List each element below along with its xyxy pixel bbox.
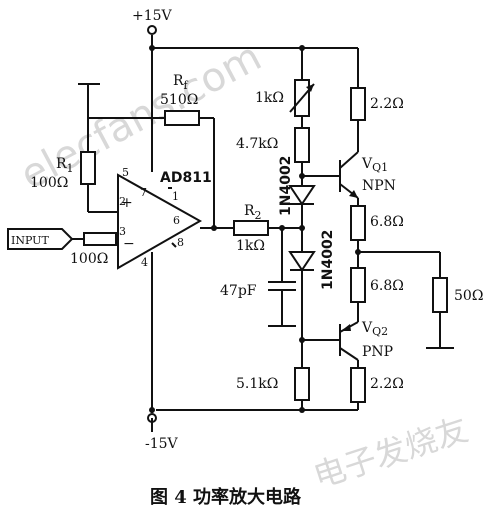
r-6.8-bot-resistor: [350, 267, 366, 303]
opamp-minus-sign: −: [123, 236, 135, 252]
opamp-pin-8: 8: [177, 236, 184, 249]
opamp-ad811: + −: [117, 173, 203, 270]
opamp-pin-5: 5: [122, 166, 129, 179]
r-6.8-top-value: 6.8Ω: [370, 214, 404, 230]
input-resistor-value: 100Ω: [70, 251, 108, 267]
cap-value: 47pF: [220, 283, 257, 299]
r1-name: R1: [56, 156, 74, 175]
load-value: 50Ω: [454, 288, 483, 304]
opamp-plus-sign: +: [121, 195, 133, 211]
opamp-name: AD811: [160, 170, 212, 186]
opamp-pin-3: 3: [119, 225, 126, 238]
opamp-pin-2: 2: [119, 195, 126, 208]
input-connector: [7, 228, 74, 250]
r-5.1k-resistor: [294, 367, 310, 401]
rf-value: 510Ω: [160, 92, 198, 108]
cap-node: [279, 225, 285, 231]
pot-value: 1kΩ: [255, 90, 284, 106]
pnp-transistor-q2: [302, 321, 359, 361]
r-2.2-bot-resistor: [350, 367, 366, 403]
r2-value: 1kΩ: [236, 238, 265, 254]
figure-caption: 图 4 功率放大电路: [150, 486, 302, 508]
output-node: [211, 225, 217, 231]
r1-resistor: [80, 151, 96, 185]
opamp-pin-1: 1: [172, 190, 179, 203]
load-resistor: [432, 277, 448, 313]
q1-name: VQ1: [361, 156, 388, 174]
opamp-pin-4: 4: [141, 256, 148, 269]
r2-name: R2: [244, 203, 262, 222]
r-6.8-bot-value: 6.8Ω: [370, 278, 404, 294]
r-2.2-bot-value: 2.2Ω: [370, 376, 404, 392]
pin-8-stub: [171, 242, 177, 248]
input-resistor: [83, 232, 117, 246]
r1-value: 100Ω: [30, 175, 68, 191]
positive-supply-label: +15V: [132, 8, 173, 24]
rf-resistor: [164, 110, 200, 126]
diode-2-name: 1N4002: [320, 230, 336, 290]
r2-resistor: [233, 220, 269, 236]
opamp-pin-7: 7: [140, 186, 147, 199]
negative-supply-label: -15V: [145, 436, 179, 452]
watermark-text-cn: 电子发烧友: [309, 410, 473, 496]
diode-2: [288, 251, 316, 272]
q1-type: NPN: [362, 178, 396, 194]
positive-rail: [147, 25, 359, 172]
r-2.2-top-resistor: [350, 87, 366, 121]
rf-name: Rf: [173, 73, 189, 92]
r-5.1k-value: 5.1kΩ: [236, 376, 278, 392]
diode-1-name: 1N4002: [278, 156, 294, 216]
r-4.7k-resistor: [294, 127, 310, 163]
q2-name: VQ2: [361, 320, 388, 338]
input-label: INPUT: [11, 234, 49, 247]
q2-type: PNP: [362, 344, 393, 360]
diode-1: [288, 185, 316, 206]
opamp-pin-6: 6: [173, 214, 180, 227]
r-6.8-top-resistor: [350, 205, 366, 241]
r-4.7k-value: 4.7kΩ: [236, 136, 278, 152]
npn-transistor-q1: [302, 151, 359, 199]
r-2.2-top-value: 2.2Ω: [370, 96, 404, 112]
